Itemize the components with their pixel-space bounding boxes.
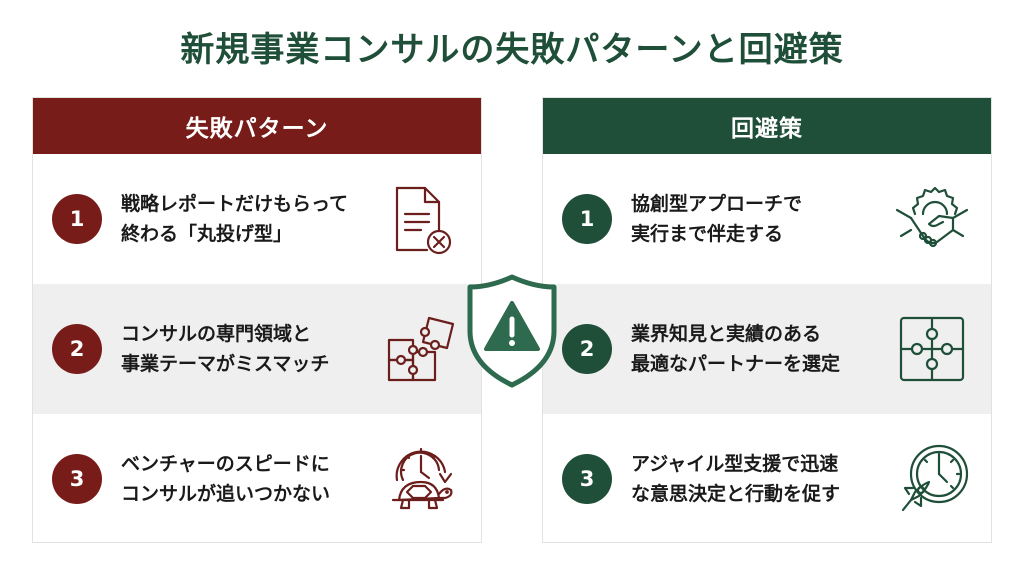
failure-item-2: 2 コンサルの専門領域と 事業テーマがミスマッチ xyxy=(33,284,481,414)
puzzle-mismatch-icon xyxy=(387,316,455,382)
item-line-1: コンサルの専門領域と xyxy=(121,323,312,345)
document-x-icon xyxy=(395,186,452,255)
solution-item-3: 3 アジャイル型支援で迅速 な意思決定と行動を促す xyxy=(543,414,991,544)
solution-item-2: 2 業界知見と実績のある 最適なパートナーを選定 xyxy=(543,284,991,414)
item-text: 戦略レポートだけもらって 終わる「丸投げ型」 xyxy=(121,189,348,249)
failure-header: 失敗パターン xyxy=(33,98,481,154)
failure-item-1: 1 戦略レポートだけもらって 終わる「丸投げ型」 xyxy=(33,154,481,284)
item-line-1: 戦略レポートだけもらって xyxy=(121,193,349,215)
item-line-2: 実行まで伴走する xyxy=(631,223,784,245)
item-line-1: ベンチャーのスピードに xyxy=(121,453,330,475)
item-line-1: アジャイル型支援で迅速 xyxy=(631,453,839,475)
number-badge: 3 xyxy=(52,454,102,504)
item-line-1: 協創型アプローチで xyxy=(631,193,803,215)
page-title: 新規事業コンサルの失敗パターンと回避策 xyxy=(180,30,844,70)
failure-panel: 失敗パターン 1 戦略レポートだけもらって 終わる「丸投げ型」 2 コンサルの専… xyxy=(32,97,482,543)
item-text: コンサルの専門領域と 事業テーマがミスマッチ xyxy=(121,319,329,379)
item-text: アジャイル型支援で迅速 な意思決定と行動を促す xyxy=(631,449,840,509)
item-line-2: な意思決定と行動を促す xyxy=(631,483,841,505)
solution-item-1: 1 協創型アプローチで 実行まで伴走する xyxy=(543,154,991,284)
number-badge: 1 xyxy=(52,194,102,244)
item-text: 協創型アプローチで 実行まで伴走する xyxy=(631,189,802,249)
item-line-2: 事業テーマがミスマッチ xyxy=(121,353,330,375)
item-text: 業界知見と実績のある 最適なパートナーを選定 xyxy=(631,319,840,379)
number-badge: 1 xyxy=(562,194,612,244)
failure-item-3: 3 ベンチャーのスピードに コンサルが追いつかない xyxy=(33,414,481,544)
item-text: ベンチャーのスピードに コンサルが追いつかない xyxy=(121,449,330,509)
shield-warning-icon xyxy=(467,274,557,388)
puzzle-complete-icon xyxy=(899,316,965,382)
item-line-2: コンサルが追いつかない xyxy=(121,483,331,505)
solution-header: 回避策 xyxy=(543,98,991,154)
turtle-clock-icon xyxy=(391,447,453,510)
handshake-gear-icon xyxy=(895,186,969,248)
number-badge: 2 xyxy=(52,324,102,374)
number-badge: 2 xyxy=(562,324,612,374)
item-line-2: 最適なパートナーを選定 xyxy=(631,353,841,375)
rocket-clock-icon xyxy=(901,444,969,512)
number-badge: 3 xyxy=(562,454,612,504)
item-line-2: 終わる「丸投げ型」 xyxy=(121,223,293,245)
solution-panel: 回避策 1 協創型アプローチで 実行まで伴走する 2 業界知見と実績のある 最適… xyxy=(542,97,992,543)
item-line-1: 業界知見と実績のある xyxy=(631,323,822,345)
